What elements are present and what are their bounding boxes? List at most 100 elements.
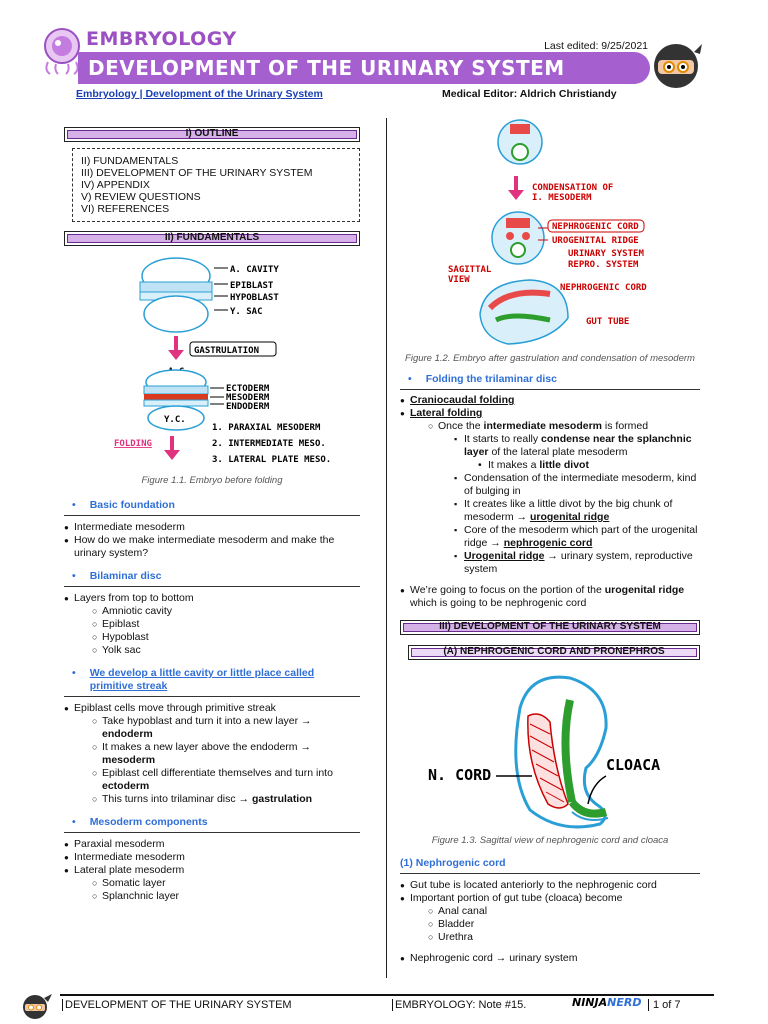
fig1-label: A. CAVITY — [230, 265, 279, 275]
list-item: Paraxial mesoderm — [64, 838, 360, 851]
footer-title: DEVELOPMENT OF THE URINARY SYSTEM — [62, 999, 292, 1011]
primitive-streak-list: Epiblast cells move through primitive st… — [64, 702, 360, 806]
list-item: This turns into trilaminar disc → gastru… — [92, 793, 360, 806]
fig2-label: NEPHROGENIC CORD — [552, 222, 639, 232]
page-title: DEVELOPMENT OF THE URINARY SYSTEM — [88, 56, 565, 80]
page-number: 1 of 7 — [648, 999, 681, 1011]
fig1-label: GASTRULATION — [194, 346, 259, 356]
topic-label: EMBRYOLOGY — [86, 28, 237, 50]
list-item: Core of the mesoderm which part of the u… — [454, 524, 700, 550]
medical-editor: Medical Editor: Aldrich Christiandy — [442, 88, 617, 100]
bilaminar-list: Layers from top to bottom Amniotic cavit… — [64, 592, 360, 657]
outline-item[interactable]: III) DEVELOPMENT OF THE URINARY SYSTEM — [81, 167, 313, 179]
basic-foundation-heading: •Basic foundation — [64, 499, 360, 516]
list-item: Important portion of gut tube (cloaca) b… — [400, 892, 700, 944]
list-item: Epiblast cell differentiate themselves a… — [92, 767, 360, 793]
list-item: Take hypoblast and turn it into a new la… — [92, 715, 360, 741]
topic-link[interactable]: Embryology | Development of the Urinary … — [76, 88, 323, 100]
list-item: Bladder — [428, 918, 700, 931]
fig2-label: UROGENITAL RIDGE — [552, 236, 639, 246]
list-item: Gut tube is located anteriorly to the ne… — [400, 879, 700, 892]
list-item: It starts to really condense near the sp… — [454, 433, 700, 472]
fig2-label: REPRO. SYSTEM — [568, 260, 639, 270]
folding-heading: •Folding the trilaminar disc — [400, 373, 700, 390]
list-item: Urethra — [428, 931, 700, 944]
figure-embryo-before-folding: A. CAVITY EPIBLAST HYPOBLAST Y. SAC GAST… — [114, 257, 331, 465]
outline-item[interactable]: IV) APPENDIX — [81, 179, 150, 191]
nephrogenic-list-2: Nephrogenic cord → urinary system — [400, 952, 700, 965]
mesoderm-components-heading: •Mesoderm components — [64, 816, 360, 833]
basic-foundation-list: Intermediate mesoderm How do we make int… — [64, 521, 360, 560]
primitive-streak-heading: •We develop a little cavity or little pl… — [64, 667, 360, 697]
brand-logo: NINJANERD — [572, 996, 642, 1009]
embryology-logo-icon — [44, 28, 80, 75]
fig1-label: ECTODERM — [226, 384, 270, 394]
fig2-label: VIEW — [448, 275, 470, 285]
bilaminar-disc-heading: •Bilaminar disc — [64, 570, 360, 587]
list-item: How do we make intermediate mesoderm and… — [64, 534, 360, 560]
list-item: Condensation of the intermediate mesoder… — [454, 472, 700, 498]
fig2-label: I. MESODERM — [532, 193, 592, 203]
mesoderm-list: Paraxial mesoderm Intermediate mesoderm … — [64, 838, 360, 903]
right-column: CONDENSATION OF I. MESODERM NEPHROGENIC … — [400, 118, 700, 965]
footer-rule — [60, 994, 714, 996]
outline-item[interactable]: V) REVIEW QUESTIONS — [81, 191, 201, 203]
left-column: I) OUTLINE II) FUNDAMENTALS III) DEVELOP… — [64, 127, 360, 903]
list-item: Epiblast cells move through primitive st… — [64, 702, 360, 806]
figure-caption: Figure 1.3. Sagittal view of nephrogenic… — [431, 835, 669, 846]
figure-caption: Figure 1.2. Embryo after gastrulation an… — [405, 353, 695, 364]
folding-list: Craniocaudal folding Lateral folding Onc… — [400, 394, 700, 576]
fig2-label: URINARY SYSTEM — [568, 249, 644, 259]
list-item: Yolk sac — [92, 644, 360, 657]
section-outline-heading: I) OUTLINE — [64, 127, 360, 142]
list-item: Craniocaudal folding — [400, 394, 700, 407]
list-item: Once the intermediate mesoderm is formed… — [428, 420, 700, 576]
outline-item[interactable]: VI) REFERENCES — [81, 203, 170, 215]
fig2-label: SAGITTAL — [448, 265, 492, 275]
list-item: Intermediate mesoderm — [64, 521, 360, 534]
fig1-label: FOLDING — [114, 439, 152, 449]
figure-embryo-after-gastrulation: CONDENSATION OF I. MESODERM NEPHROGENIC … — [448, 119, 647, 345]
last-edited: Last edited: 9/25/2021 — [544, 40, 648, 52]
list-item: It makes a new layer above the endoderm … — [92, 741, 360, 767]
list-item: Splanchnic layer — [92, 890, 360, 903]
subsection-nephrogenic-heading: (A) NEPHROGENIC CORD AND PRONEPHROS — [408, 645, 700, 660]
column-divider — [386, 118, 387, 978]
section-fundamentals-heading: II) FUNDAMENTALS — [64, 231, 360, 246]
ninja-mascot-icon — [654, 44, 702, 88]
list-item: We’re going to focus on the portion of t… — [400, 584, 700, 610]
fig1-label: Y.C. — [164, 415, 186, 425]
footer-note: EMBRYOLOGY: Note #15. — [392, 999, 526, 1011]
ninja-footer-icon — [23, 994, 52, 1019]
list-item: Layers from top to bottom Amniotic cavit… — [64, 592, 360, 657]
outline-item[interactable]: II) FUNDAMENTALS — [81, 155, 179, 167]
list-item: Lateral folding Once the intermediate me… — [400, 407, 700, 576]
title-bar: DEVELOPMENT OF THE URINARY SYSTEM — [78, 52, 650, 84]
fig1-label: 3. LATERAL PLATE MESO. — [212, 455, 331, 465]
list-item: Urogenital ridge → urinary system, repro… — [454, 550, 700, 576]
fig2-label: CONDENSATION OF — [532, 183, 613, 193]
page-footer: DEVELOPMENT OF THE URINARY SYSTEM EMBRYO… — [0, 992, 768, 1022]
fig1-label: MESODERM — [226, 393, 270, 403]
fig1-label: EPIBLAST — [230, 281, 274, 291]
nephrogenic-cord-heading: (1) Nephrogenic cord — [400, 857, 700, 874]
fig2-label: GUT TUBE — [586, 317, 629, 327]
list-item: It makes a little divot — [478, 459, 700, 472]
list-item: Lateral plate mesoderm Somatic layer Spl… — [64, 864, 360, 903]
focus-list: We’re going to focus on the portion of t… — [400, 584, 700, 610]
section-development-heading: III) DEVELOPMENT OF THE URINARY SYSTEM — [400, 620, 700, 635]
figure-sagittal-nephrogenic-cord: N. CORD CLOACA — [428, 675, 660, 829]
outline-box: II) FUNDAMENTALS III) DEVELOPMENT OF THE… — [72, 148, 360, 222]
list-item: Intermediate mesoderm — [64, 851, 360, 864]
fig1-label: HYPOBLAST — [230, 293, 279, 303]
list-item: Amniotic cavity — [92, 605, 360, 618]
fig1-label: ENDODERM — [226, 402, 270, 412]
list-item: Anal canal — [428, 905, 700, 918]
figure-caption: Figure 1.1. Embryo before folding — [141, 475, 283, 486]
fig1-label: Y. SAC — [230, 307, 263, 317]
list-item: It creates like a little divot by the bi… — [454, 498, 700, 524]
nephrogenic-list: Gut tube is located anteriorly to the ne… — [400, 879, 700, 944]
fig3-label: CLOACA — [606, 756, 660, 774]
fig1-label: 1. PARAXIAL MESODERM — [212, 423, 321, 433]
fig2-label: NEPHROGENIC CORD — [560, 283, 647, 293]
